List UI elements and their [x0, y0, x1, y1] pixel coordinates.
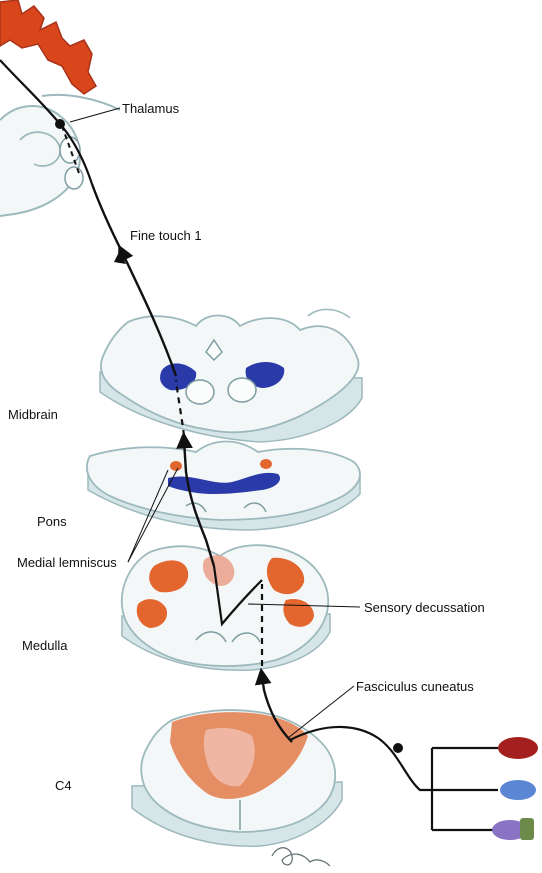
midbrain-section: [100, 309, 362, 442]
c4-section: [132, 710, 342, 866]
label-medulla: Medulla: [22, 638, 68, 654]
pons-nucleus-right: [260, 459, 272, 469]
label-fasciculus-cuneatus: Fasciculus cuneatus: [356, 679, 474, 695]
cortex-thalamus-drawing: [0, 0, 120, 216]
internal-capsule: [42, 95, 120, 110]
medulla-section: [122, 545, 330, 670]
label-pons: Pons: [37, 514, 67, 530]
label-midbrain: Midbrain: [8, 407, 58, 423]
red-nucleus-right: [228, 378, 256, 402]
leader-thalamus: [70, 108, 120, 122]
receptor-pacinian: [500, 780, 536, 800]
pons-section: [87, 442, 360, 531]
receptor-meissner: [498, 737, 538, 759]
label-fine-touch: Fine touch 1: [130, 228, 202, 244]
pons-nucleus-left: [170, 461, 182, 471]
leader-fasciculus: [288, 686, 354, 738]
superior-colliculus: [308, 309, 350, 318]
label-medial-lemniscus: Medial lemniscus: [17, 555, 117, 571]
label-c4: C4: [55, 778, 72, 794]
c4-signature: [272, 848, 330, 866]
dorsal-root-ganglion: [393, 743, 403, 753]
label-sensory-decussation: Sensory decussation: [364, 600, 485, 616]
receptor-merkel-disc: [520, 818, 534, 840]
label-thalamus: Thalamus: [122, 101, 179, 117]
thalamic-nucleus: [65, 167, 83, 189]
red-nucleus-left: [186, 380, 214, 404]
cortex-gyrus: [0, 0, 96, 94]
